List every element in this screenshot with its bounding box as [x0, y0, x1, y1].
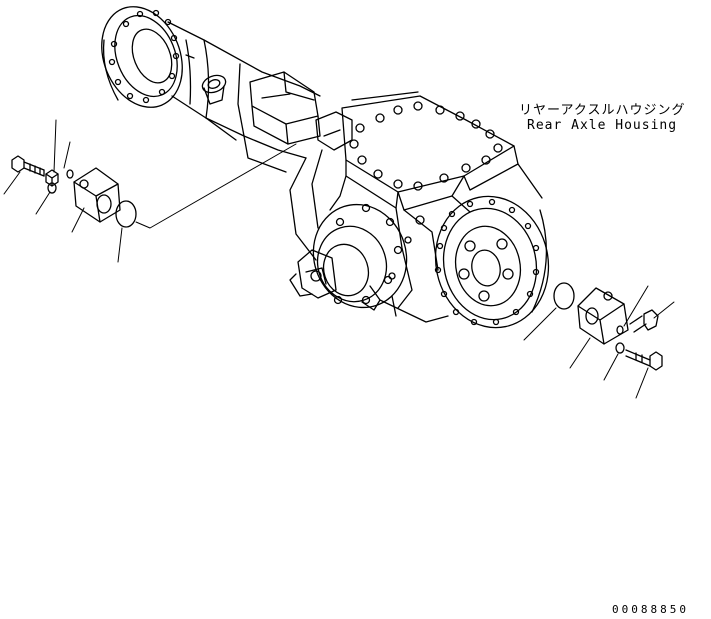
callout-lines [3, 119, 675, 399]
callout-line-right-washer [603, 353, 619, 381]
right-mounting-kit [553, 282, 663, 371]
callout-line-left-nut [53, 119, 57, 173]
differential-housing [289, 91, 543, 323]
callout-line-right-bolt-upper [653, 301, 675, 319]
callout-line-left-small-washer [63, 141, 71, 169]
callout-line-right-o-ring [523, 307, 557, 341]
left-nut [45, 169, 59, 187]
callout-line-right-bracket [569, 337, 591, 369]
callout-line-left-washer [35, 191, 51, 215]
mounting-pad [249, 71, 321, 145]
callout-line-left-bolt [3, 171, 21, 195]
axle-tube [167, 21, 321, 173]
left-bolt [11, 155, 45, 177]
input-flange [289, 203, 408, 309]
left-washer [47, 182, 57, 194]
callout-line-right-small-washer [623, 285, 649, 327]
left-mount-bracket [73, 167, 121, 223]
right-mount-bracket [577, 287, 629, 345]
drawing-number: 00088850 [612, 603, 689, 616]
axle-housing-assembly [101, 6, 550, 329]
right-o-ring [553, 282, 575, 310]
callout-line-left-to-housing [135, 143, 297, 229]
right-end-flange [434, 195, 550, 329]
left-small-washer [66, 169, 74, 179]
right-bolt-lower [625, 349, 663, 371]
left-o-ring [115, 200, 137, 228]
part-label-japanese: リヤーアクスルハウジング [519, 103, 686, 118]
callout-line-left-o-ring [117, 227, 123, 263]
callout-line-left-bracket [71, 207, 85, 233]
right-bolt-upper [629, 309, 659, 333]
callout-line-right-bolt-lower [635, 367, 649, 399]
breather-port [201, 74, 227, 105]
part-label-english: Rear Axle Housing [527, 118, 678, 133]
left-mounting-kit [11, 155, 137, 228]
left-end-flange [101, 6, 183, 108]
right-washer [615, 342, 625, 354]
right-small-washer [616, 325, 624, 335]
